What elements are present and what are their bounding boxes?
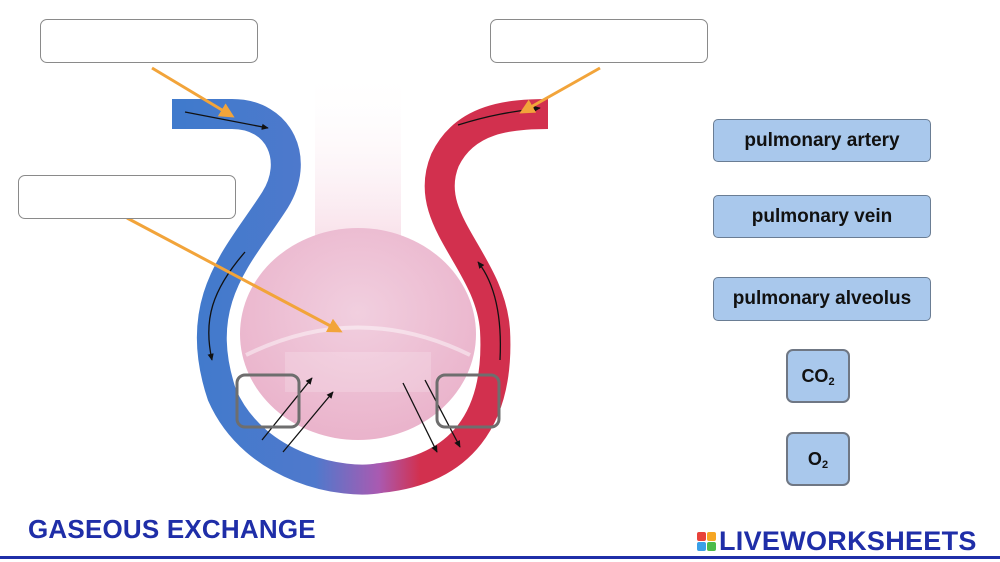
option-label: pulmonary alveolus — [732, 288, 912, 309]
gas-exchange-arrows — [261, 377, 461, 453]
alveolus-sac — [240, 228, 476, 440]
answer-box-middle-left[interactable] — [18, 175, 236, 219]
option-label: CO2 — [801, 365, 835, 388]
option-label: pulmonary artery — [744, 129, 900, 151]
option-pulmonary-artery[interactable]: pulmonary artery — [713, 119, 931, 162]
option-pulmonary-vein[interactable]: pulmonary vein — [713, 195, 931, 238]
answer-box-top-right[interactable] — [490, 19, 708, 63]
worksheet-title: GASEOUS EXCHANGE — [28, 514, 316, 544]
pointer-lines — [126, 66, 601, 333]
liveworksheets-logo-icon — [697, 532, 716, 551]
capillary-vessel — [172, 99, 549, 495]
drop-target-red-capillary[interactable] — [435, 373, 501, 429]
footer-rule — [0, 556, 1000, 559]
drop-target-blue-capillary[interactable] — [235, 373, 301, 429]
option-o2[interactable]: O2 — [786, 432, 850, 486]
option-label: O2 — [807, 448, 829, 471]
brand: LIVEWORKSHEETS — [697, 526, 977, 557]
option-co2[interactable]: CO2 — [786, 349, 850, 403]
option-label: pulmonary vein — [751, 205, 893, 227]
answer-box-top-left[interactable] — [40, 19, 258, 63]
option-pulmonary-alveolus[interactable]: pulmonary alveolus — [713, 277, 931, 321]
brand-name: LIVEWORKSHEETS — [719, 526, 977, 556]
